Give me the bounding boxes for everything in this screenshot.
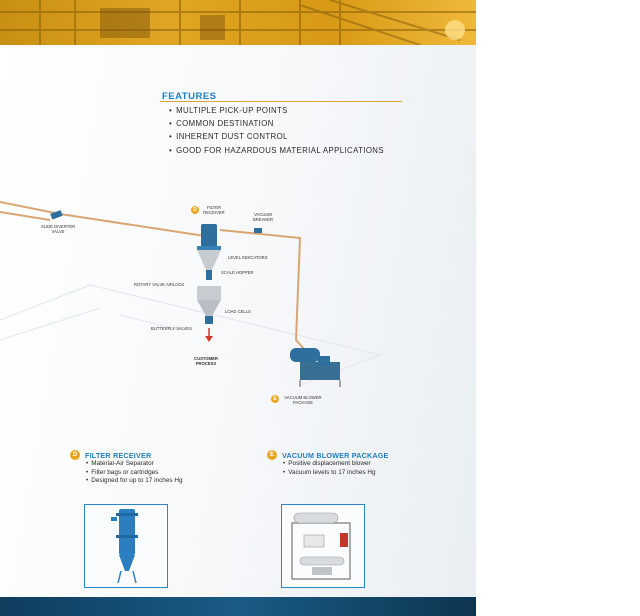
filter-receiver-badge: D bbox=[191, 206, 199, 214]
scale-hopper-shape bbox=[197, 270, 221, 324]
rotary-valve-airlock-label: ROTARY VALVE AIRLOCK bbox=[134, 282, 185, 287]
spec-item: Positive displacement blower bbox=[283, 460, 376, 469]
spec-item: Vacuum levels to 17 inches Hg bbox=[283, 469, 375, 478]
feature-item: INHERENT DUST CONTROL bbox=[169, 130, 384, 143]
customer-process-label: CUSTOMER PROCESS bbox=[194, 356, 218, 366]
vacuum-blower-section-badge: E bbox=[267, 450, 277, 460]
vacuum-blower-package-label: VACUUM BLOWER PACKAGE bbox=[284, 395, 322, 405]
filter-receiver-specs: Material-Air Separator Filter bags or ca… bbox=[86, 460, 183, 486]
customer-process-arrow bbox=[205, 328, 213, 342]
feature-item: MULTIPLE PICK-UP POINTS bbox=[169, 104, 384, 117]
vacuum-blower-photo bbox=[281, 504, 365, 588]
filter-receiver-illustration bbox=[111, 509, 138, 584]
filter-receiver-photo bbox=[84, 504, 168, 588]
brochure-page: FEATURES MULTIPLE PICK-UP POINTS COMMON … bbox=[0, 0, 476, 616]
load-cells-label: LOAD CELLS bbox=[225, 309, 251, 314]
scale-hopper-label: SCALE HOPPER bbox=[221, 270, 254, 275]
features-title: FEATURES bbox=[162, 91, 217, 102]
top-banner-image bbox=[0, 0, 476, 45]
slide-diverter-valve-shape bbox=[50, 210, 63, 220]
filter-receiver-section-badge: D bbox=[70, 450, 80, 460]
vacuum-blower-specs: Positive displacement blower Vacuum leve… bbox=[283, 460, 376, 478]
features-list: MULTIPLE PICK-UP POINTS COMMON DESTINATI… bbox=[169, 104, 384, 157]
feature-item: COMMON DESTINATION bbox=[169, 117, 384, 130]
level-indicators-label: LEVEL INDICATORS bbox=[228, 255, 268, 260]
filter-receiver-section-title: FILTER RECEIVER bbox=[85, 451, 152, 460]
filter-receiver-label: FILTER RECEIVER bbox=[203, 205, 225, 215]
features-divider bbox=[160, 101, 402, 102]
filter-receiver-shape bbox=[197, 224, 221, 270]
spec-item: Material-Air Separator bbox=[86, 460, 183, 469]
industrial-structure-graphic bbox=[0, 0, 476, 45]
vacuum-blower-badge: E bbox=[271, 395, 279, 403]
feature-item: GOOD FOR HAZARDOUS MATERIAL APPLICATIONS bbox=[169, 144, 384, 157]
vacuum-breaker-label: VACUUM BREAKER bbox=[252, 212, 273, 222]
vacuum-blower-section-title: VACUUM BLOWER PACKAGE bbox=[282, 451, 389, 460]
vacuum-breaker-shape bbox=[254, 228, 262, 233]
vacuum-blower-illustration bbox=[291, 512, 351, 580]
butterfly-valves-label: BUTTERFLY VALVES bbox=[151, 326, 192, 331]
bottom-banner bbox=[0, 597, 476, 616]
spec-item: Designed for up to 17 inches Hg bbox=[86, 477, 182, 486]
slide-diverter-valve-label: SLIDE DIVERTER VALVE bbox=[40, 224, 76, 234]
spec-item: Filter bags or cartridges bbox=[86, 469, 183, 478]
system-diagram bbox=[0, 201, 382, 387]
vacuum-blower-package-shape bbox=[290, 348, 341, 387]
